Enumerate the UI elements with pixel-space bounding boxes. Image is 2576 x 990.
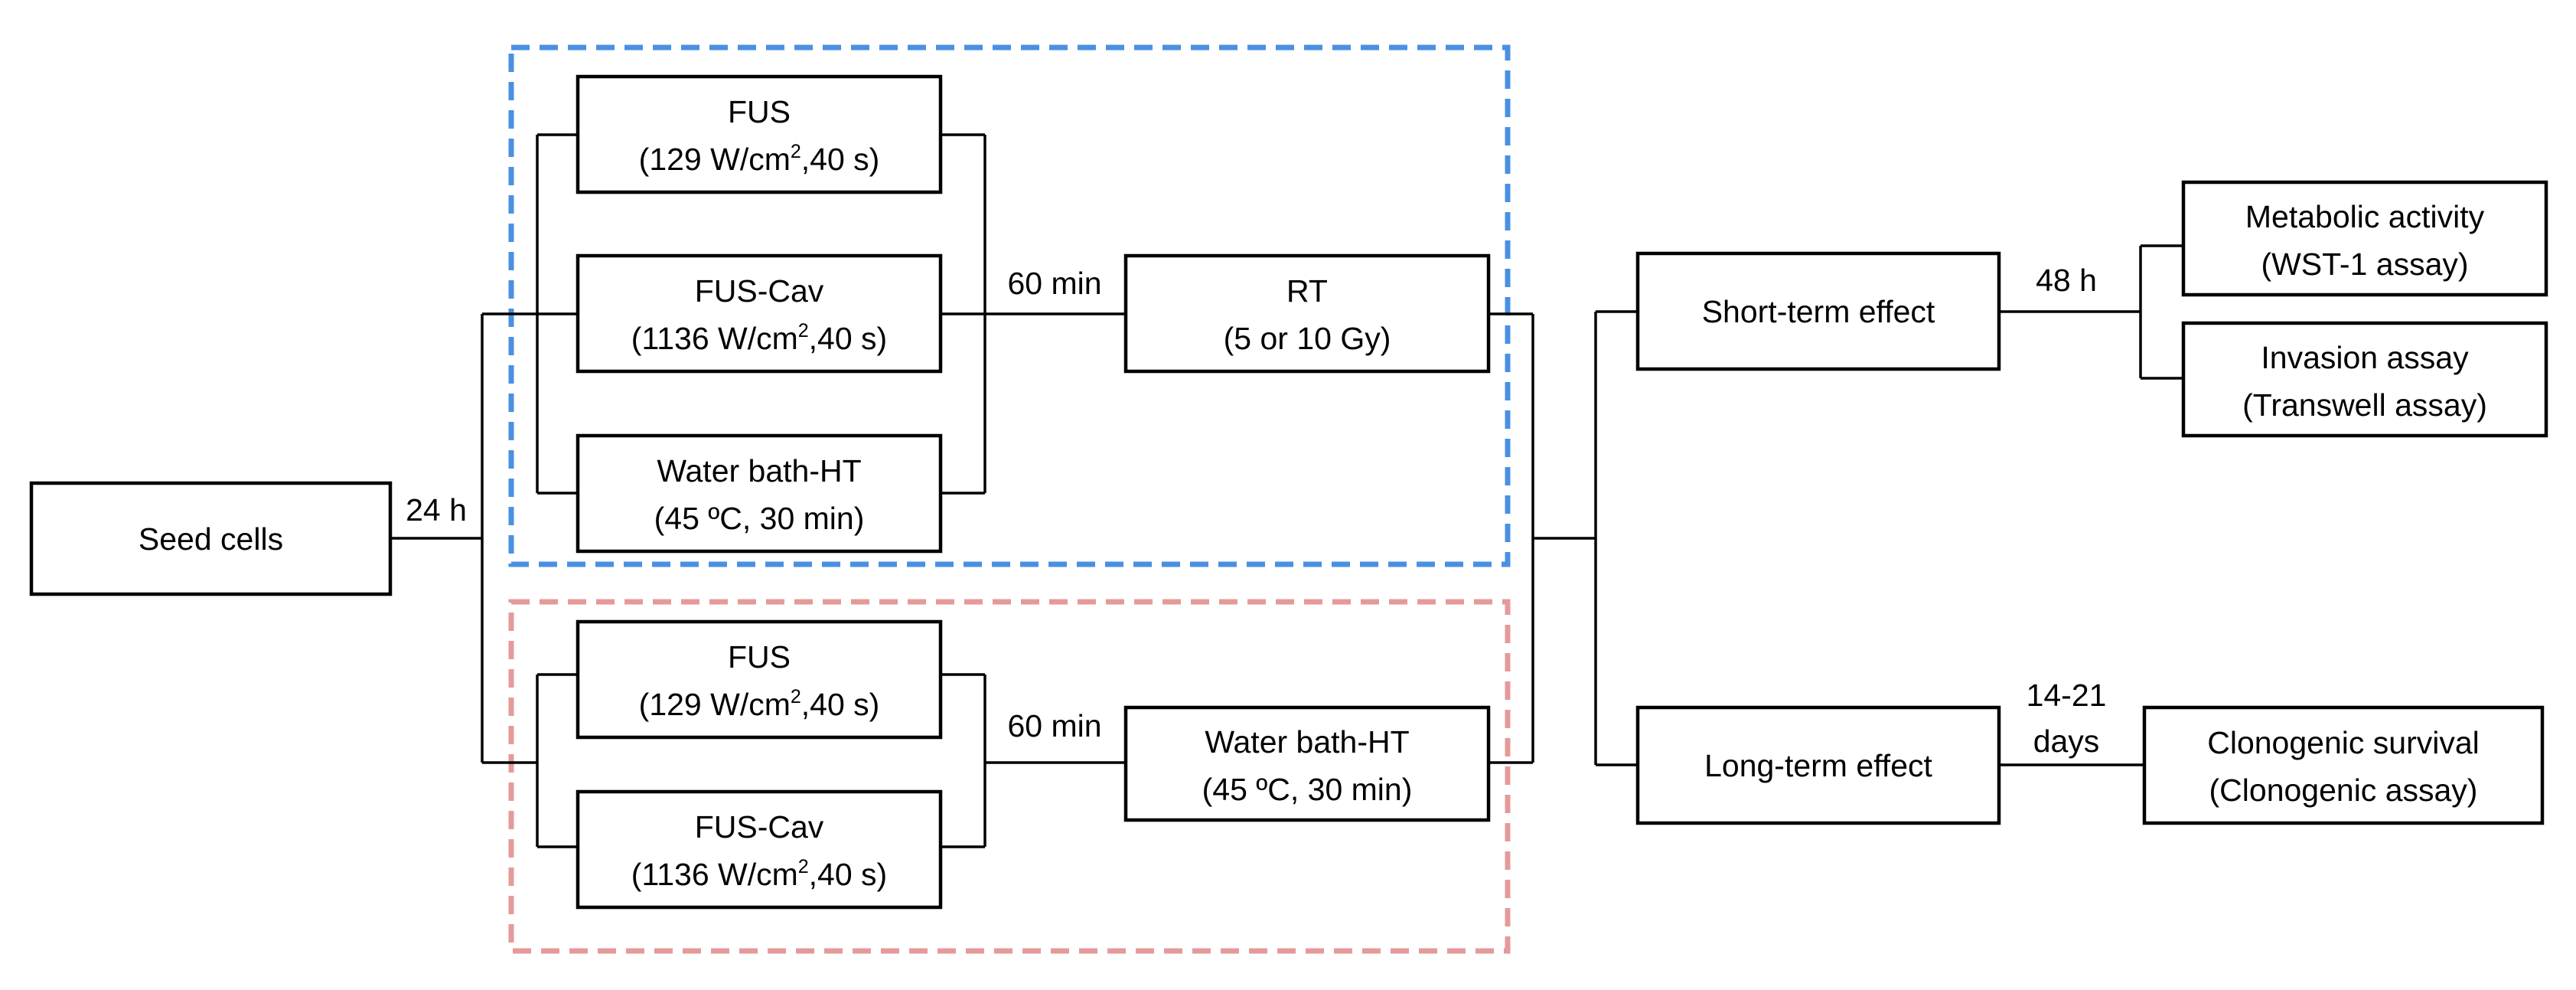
rt-delay-label: 60 min xyxy=(1007,266,1101,301)
waterbath-label: Water bath-HT xyxy=(657,453,861,488)
short-term-label: Short-term effect xyxy=(1702,294,1935,329)
fus-ht-label: FUS xyxy=(728,639,791,675)
fuscav-ht-label: FUS-Cav xyxy=(695,809,824,845)
ht-delay-label: 60 min xyxy=(1007,708,1101,743)
invasion-label: Invasion assay xyxy=(2261,340,2469,375)
fus-rt-params: (129 W/cm2,40 s) xyxy=(639,141,880,177)
long-term-label: Long-term effect xyxy=(1704,748,1932,783)
fus-rt-box: FUS (129 W/cm2,40 s) xyxy=(576,74,943,194)
fuscav-rt-box: FUS-Cav (1136 W/cm2,40 s) xyxy=(576,253,943,374)
rt-group-outline xyxy=(508,44,1511,567)
metabolic-box: Metabolic activity (WST-1 assay) xyxy=(2181,180,2548,297)
waterbath-ht-box: Water bath-HT (45 ºC, 30 min) xyxy=(1123,705,1491,822)
fus-ht-box: FUS (129 W/cm2,40 s) xyxy=(576,619,943,740)
fus-rt-label: FUS xyxy=(728,94,791,129)
fuscav-rt-label: FUS-Cav xyxy=(695,273,824,309)
fus-ht-params: (129 W/cm2,40 s) xyxy=(639,686,880,722)
seed-delay-label: 24 h xyxy=(406,492,467,528)
clonogenic-assay: (Clonogenic assay) xyxy=(2209,773,2478,808)
ht-group-outline xyxy=(508,599,1511,954)
invasion-assay: (Transwell assay) xyxy=(2242,387,2487,423)
waterbath-box: Water bath-HT (45 ºC, 30 min) xyxy=(576,433,943,554)
long-delay-label-2: days xyxy=(2033,724,2100,759)
invasion-box: Invasion assay (Transwell assay) xyxy=(2181,321,2548,438)
waterbath-params: (45 ºC, 30 min) xyxy=(654,501,865,536)
metabolic-assay: (WST-1 assay) xyxy=(2261,247,2468,282)
fuscav-ht-box: FUS-Cav (1136 W/cm2,40 s) xyxy=(576,789,943,910)
clonogenic-box: Clonogenic survival (Clonogenic assay) xyxy=(2142,705,2545,825)
clonogenic-label: Clonogenic survival xyxy=(2207,725,2480,760)
fuscav-ht-params: (1136 W/cm2,40 s) xyxy=(631,856,887,892)
long-term-box: Long-term effect xyxy=(1635,705,2001,825)
metabolic-label: Metabolic activity xyxy=(2245,199,2485,234)
rt-box: RT (5 or 10 Gy) xyxy=(1123,253,1491,374)
rt-dose: (5 or 10 Gy) xyxy=(1224,321,1391,356)
fuscav-rt-params: (1136 W/cm2,40 s) xyxy=(631,320,887,356)
waterbath-ht-label: Water bath-HT xyxy=(1205,724,1409,760)
rt-label: RT xyxy=(1286,273,1328,309)
seed-cells-box: Seed cells xyxy=(29,481,393,596)
waterbath-ht-params: (45 ºC, 30 min) xyxy=(1202,772,1413,807)
short-delay-label: 48 h xyxy=(2036,263,2097,298)
short-term-box: Short-term effect xyxy=(1635,251,2001,371)
connectors xyxy=(390,133,2183,848)
long-delay-label-1: 14-21 xyxy=(2027,678,2107,713)
seed-cells-label: Seed cells xyxy=(139,521,283,557)
